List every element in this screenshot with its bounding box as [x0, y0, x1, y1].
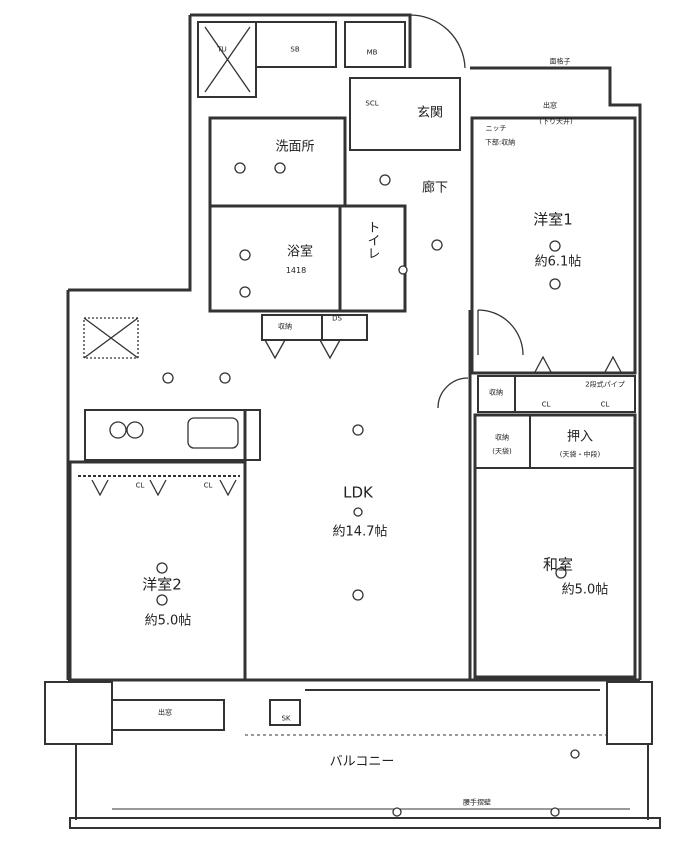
- label-storage-hall: 収納: [278, 322, 292, 331]
- label-toilet: トイレ: [364, 220, 380, 260]
- label-ds: DS: [332, 314, 342, 323]
- label-western2: 洋室2: [142, 575, 182, 594]
- label-ldk: LDK: [343, 483, 373, 502]
- label-storage-wa-note: (天袋): [492, 447, 512, 456]
- label-tu: TU: [217, 45, 227, 54]
- label-niche-storage: 下部:収納: [484, 138, 516, 147]
- label-hallway: 廊下: [421, 180, 449, 196]
- label-western1-size: 約6.1帖: [534, 254, 582, 270]
- label-lowered-ceiling: (下り天井): [539, 117, 573, 126]
- label-oshiire-note: (天袋・中段): [559, 450, 601, 459]
- label-niche: ニッチ: [485, 124, 507, 133]
- label-cl-r2b: CL: [203, 481, 213, 490]
- label-pipe: 2段式パイプ: [585, 380, 625, 389]
- label-storage-wa: 収納: [495, 433, 509, 442]
- label-japanese-size: 約5.0帖: [561, 582, 609, 598]
- label-cl-r1: CL: [541, 400, 551, 409]
- label-mb: MB: [366, 48, 378, 57]
- label-bay-window-top: 出窓: [543, 101, 557, 110]
- label-entrance: 玄関: [416, 105, 444, 121]
- label-western1: 洋室1: [533, 210, 573, 229]
- label-japanese: 和室: [542, 555, 574, 574]
- label-bath-size: 1418: [285, 266, 307, 275]
- label-bathroom: 浴室: [286, 244, 314, 260]
- label-washroom: 洗面所: [275, 139, 315, 155]
- label-storage-r1: 収納: [489, 388, 503, 397]
- label-sk: SK: [281, 714, 291, 723]
- label-scl: SCL: [365, 99, 379, 108]
- label-grille: 面格子: [549, 57, 571, 66]
- label-sb: SB: [290, 45, 300, 54]
- label-balcony: バルコニー: [329, 754, 395, 770]
- label-western2-size: 約5.0帖: [144, 613, 192, 629]
- label-ldk-size: 約14.7帖: [332, 524, 388, 540]
- label-railing: 腰手摺壁: [463, 798, 491, 807]
- label-cl-r2: CL: [135, 481, 145, 490]
- label-bay-window-bottom: 出窓: [158, 708, 172, 717]
- label-cl-r1b: CL: [600, 400, 610, 409]
- label-oshiire: 押入: [566, 429, 594, 445]
